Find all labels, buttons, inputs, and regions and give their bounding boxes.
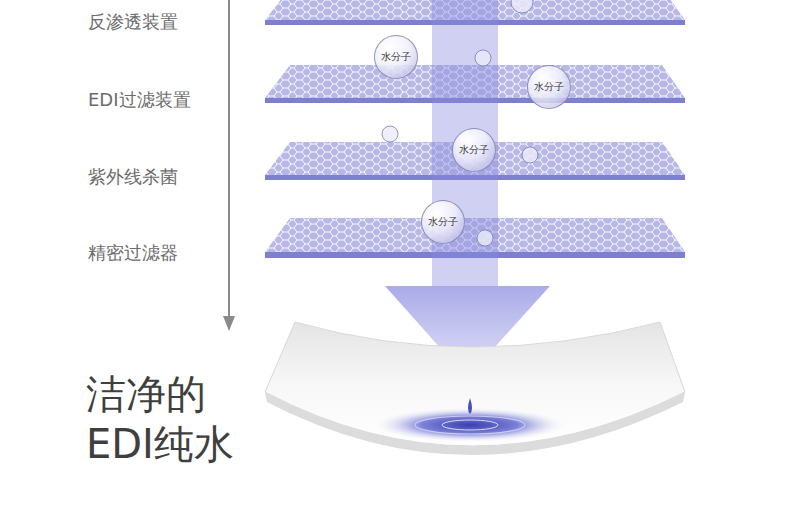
bubble-label: 水分子 [381,50,411,64]
stage-label: 紫外线杀菌 [88,165,178,189]
stage-label: 精密过滤器 [88,241,178,265]
water-molecule-bubble: 水分子 [421,200,465,244]
result-heading: 洁净的 EDI纯水 [86,369,276,469]
bubble-label: 水分子 [459,143,489,157]
stage-label: 反渗透装置 [88,10,178,34]
water-molecule-bubble: 水分子 [452,128,496,172]
stage-label: EDI过滤装置 [88,88,191,112]
water-molecule-bubble: 水分子 [527,65,571,109]
water-molecule-bubble: 水分子 [374,35,418,79]
bubble-label: 水分子 [534,80,564,94]
bubble-label: 水分子 [428,215,458,229]
